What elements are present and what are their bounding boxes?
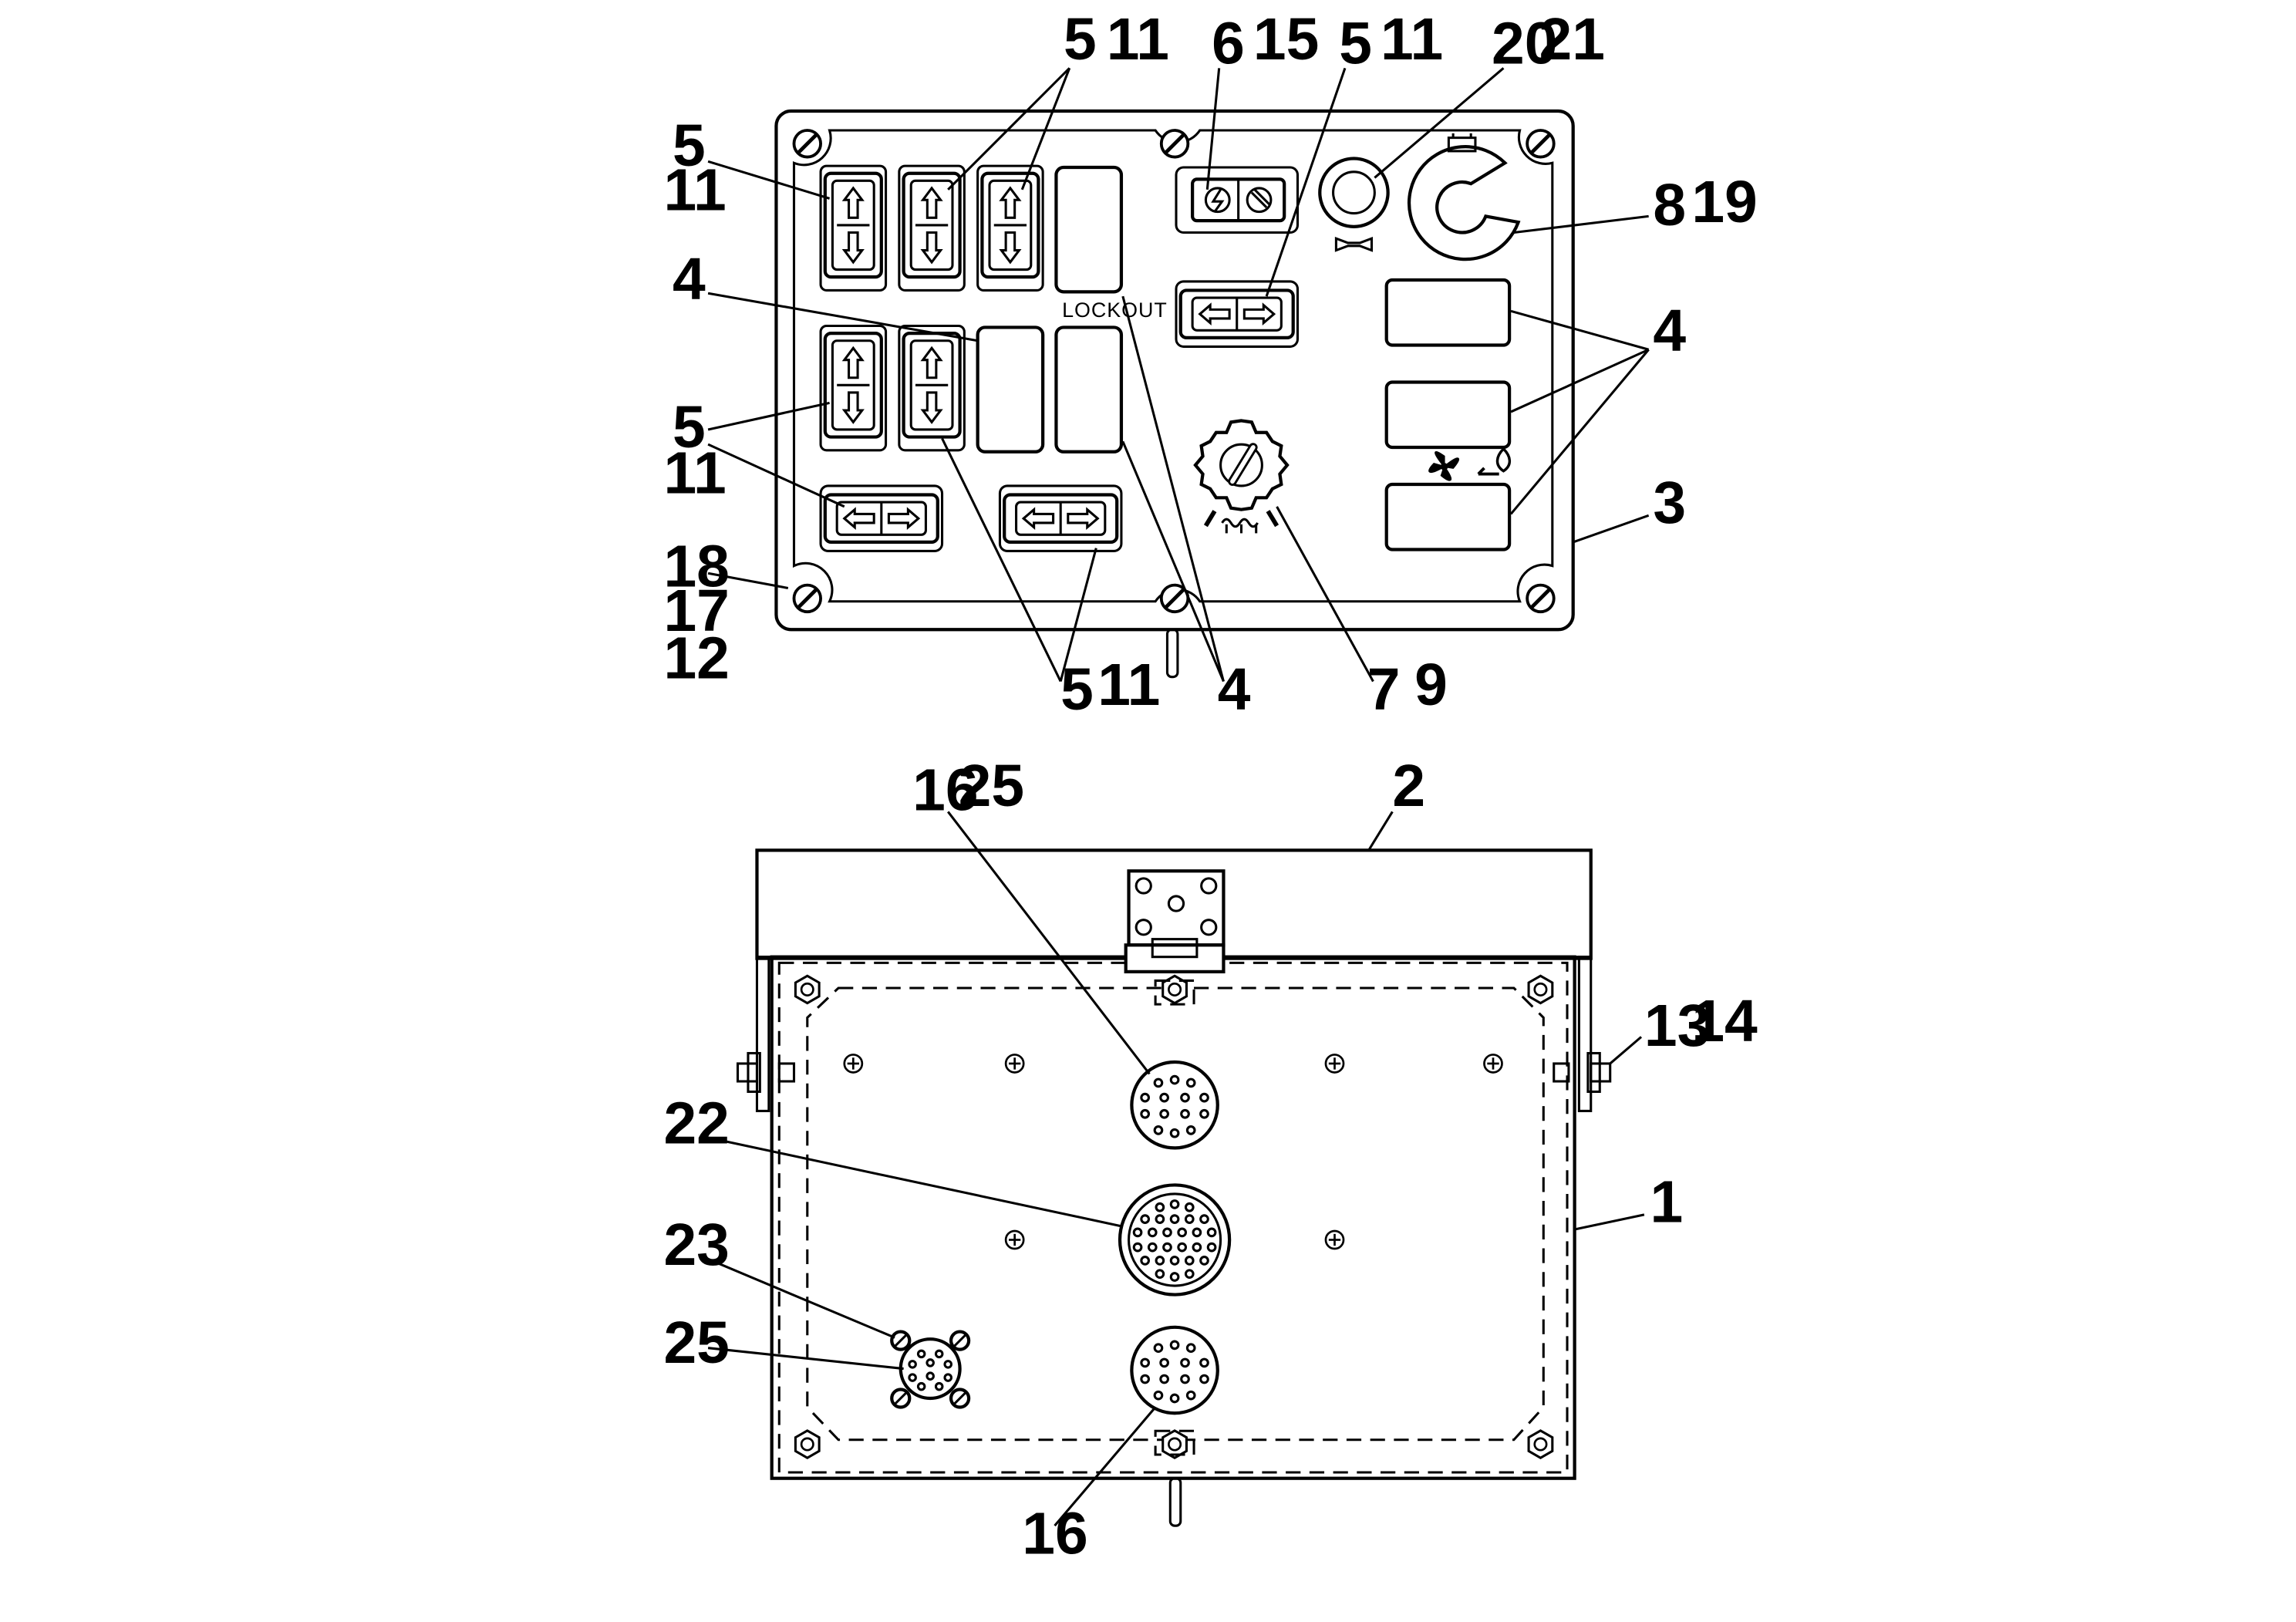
callout-14: 14 xyxy=(1691,988,1758,1054)
callout-5: 5 xyxy=(1064,6,1097,73)
callout-1: 1 xyxy=(1650,1168,1684,1235)
side-bolt xyxy=(736,1051,1612,1093)
battery-disconnect[interactable] xyxy=(1407,145,1521,261)
box-rod xyxy=(1168,1477,1182,1527)
rocker-switch-icon[interactable] xyxy=(982,174,1038,277)
rocker-switch-icon[interactable] xyxy=(904,333,960,437)
callout-16: 16 xyxy=(1022,1501,1087,1567)
connector-icon xyxy=(1130,1325,1219,1415)
switch-bezel xyxy=(998,484,1123,552)
callout-25: 25 xyxy=(663,1310,729,1376)
callout-21: 21 xyxy=(1539,6,1605,73)
switch-bezel xyxy=(898,324,966,452)
callout-5: 5 xyxy=(673,394,706,460)
control-box-rear-view: 16 25 2 13 14 22 1 23 25 16 xyxy=(663,753,1758,1567)
switch-bezel xyxy=(898,164,966,292)
selector-knob-icon[interactable] xyxy=(1193,419,1290,534)
connector-icon xyxy=(1118,1183,1232,1297)
switch-bezel xyxy=(819,484,944,552)
rocker-switch-icon[interactable] xyxy=(1004,494,1117,541)
callout-17: 17 xyxy=(663,578,729,644)
switch-bezel xyxy=(819,164,888,292)
gasket-outline xyxy=(806,986,1545,1442)
callout-2: 2 xyxy=(1392,753,1425,819)
callout-9: 9 xyxy=(1414,652,1448,718)
hex-nut xyxy=(794,974,1554,1459)
battery-icon xyxy=(1447,133,1477,153)
callout-4: 4 xyxy=(1218,656,1251,723)
callout-11: 11 xyxy=(1107,6,1169,73)
blank-plug xyxy=(1384,278,1512,347)
panel-inner-outline xyxy=(792,129,1554,603)
blank-plug xyxy=(1054,165,1124,294)
callout-25: 25 xyxy=(959,753,1024,819)
leader-lines-top xyxy=(707,67,1650,683)
horn-icon xyxy=(1334,236,1374,252)
callout-20: 20 xyxy=(1492,11,1557,77)
callout-5: 5 xyxy=(1060,656,1094,723)
connector-icon xyxy=(890,1330,971,1409)
callout-23: 23 xyxy=(663,1212,729,1278)
callout-22: 22 xyxy=(663,1091,729,1157)
rocker-switch-icon[interactable] xyxy=(904,174,960,277)
callout-5: 5 xyxy=(1339,11,1372,77)
blank-plug xyxy=(1054,325,1124,454)
switch-bezel xyxy=(1175,280,1300,348)
panel-rod xyxy=(1165,628,1179,679)
callout-18: 18 xyxy=(663,534,729,600)
connector-icon xyxy=(1130,1060,1219,1150)
blank-plug xyxy=(1384,380,1512,450)
leader-lines-bottom xyxy=(707,811,1645,1527)
callout-4: 4 xyxy=(673,246,706,312)
horn-button[interactable] xyxy=(1318,157,1390,228)
callout-5: 5 xyxy=(673,113,706,179)
switch-bezel xyxy=(976,164,1044,292)
callout-11: 11 xyxy=(663,440,726,507)
callout-11: 11 xyxy=(663,157,726,224)
fan-icon xyxy=(1428,451,1460,481)
rocker-switch-icon[interactable] xyxy=(1181,290,1293,337)
rocker-switch-icon[interactable] xyxy=(825,494,938,541)
callout-7: 7 xyxy=(1367,656,1401,723)
rocker-switch-icon[interactable] xyxy=(825,174,882,277)
callout-16: 16 xyxy=(912,757,978,824)
hinge-icon xyxy=(1124,869,1226,973)
lockout-label: LOCKOUT xyxy=(1062,298,1168,322)
callout-8: 8 xyxy=(1653,172,1686,238)
callout-4: 4 xyxy=(1653,298,1686,364)
switch-bezel xyxy=(819,324,888,452)
heater-icon xyxy=(1477,447,1512,476)
callout-15: 15 xyxy=(1253,6,1319,73)
callout-13: 13 xyxy=(1644,993,1710,1059)
callout-19: 19 xyxy=(1691,169,1757,235)
callout-3: 3 xyxy=(1653,470,1686,536)
rocker-switch-icon[interactable] xyxy=(825,333,882,437)
callout-12: 12 xyxy=(663,626,729,692)
indicator-switch[interactable] xyxy=(1175,166,1300,234)
callout-6: 6 xyxy=(1212,11,1245,77)
blank-plug xyxy=(1384,482,1512,551)
blank-plug xyxy=(976,325,1045,454)
callout-11: 11 xyxy=(1097,652,1160,718)
callout-11: 11 xyxy=(1381,6,1443,73)
control-panel-top-view: LOCKOUT xyxy=(663,6,1757,723)
